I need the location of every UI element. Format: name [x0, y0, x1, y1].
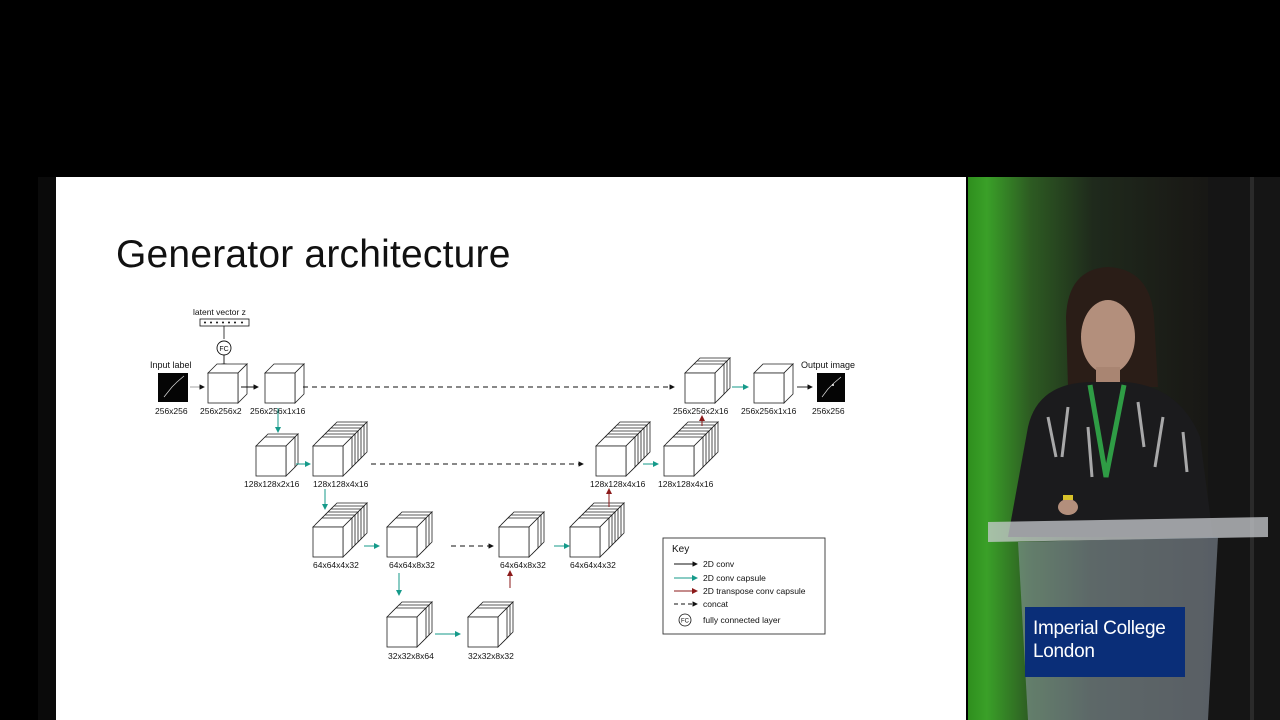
- podium: [988, 517, 1268, 542]
- key-item-transpose-conv-capsule: 2D transpose conv capsule: [703, 586, 806, 596]
- key-item-fully-connected: fully connected layer: [703, 615, 781, 625]
- layer-block-n9: [498, 511, 545, 558]
- node-label-n14: 256x256x1x16: [741, 406, 797, 416]
- node-label-output: 256x256: [812, 406, 845, 416]
- node-label-n12: 128x128x4x16: [658, 479, 714, 489]
- latent-vector: [199, 318, 250, 327]
- layer-block-n8: [467, 601, 514, 648]
- node-label-n9: 64x64x8x32: [500, 560, 546, 570]
- node-label-n6: 64x64x8x32: [389, 560, 435, 570]
- key-title: Key: [672, 544, 689, 555]
- layer-block-n7: [386, 601, 433, 648]
- layer-block-n4: [312, 421, 368, 477]
- slide-title: Generator architecture: [116, 233, 511, 276]
- node-label-input: 256x256: [155, 406, 188, 416]
- key-legend: Key 2D conv 2D conv capsule 2D transpose…: [662, 537, 826, 635]
- node-label-n8: 32x32x8x32: [468, 651, 514, 661]
- layer-block-n5: [312, 502, 368, 558]
- podium-sign-line2: London: [1033, 641, 1095, 662]
- conv-capsule-arrows: [275, 384, 749, 637]
- key-item-conv: 2D conv: [703, 559, 735, 569]
- slide: Generator architecture latent vector z F…: [38, 177, 966, 720]
- speaker-face: [1081, 300, 1135, 374]
- input-image: [158, 373, 188, 402]
- layer-block-n10: [569, 502, 625, 558]
- layer-block-n1: [207, 363, 248, 404]
- podium-sign-line1: Imperial College: [1033, 618, 1166, 639]
- layer-block-n11: [595, 421, 651, 477]
- key-item-concat: concat: [703, 599, 729, 609]
- node-label-n3: 128x128x2x16: [244, 479, 300, 489]
- layer-block-n14: [753, 363, 794, 404]
- node-label-n10: 64x64x4x32: [570, 560, 616, 570]
- node-label-n4: 128x128x4x16: [313, 479, 369, 489]
- node-label-n1: 256x256x2: [200, 406, 242, 416]
- layer-block-n6: [386, 511, 433, 558]
- output-image: [817, 373, 845, 402]
- podium-sign: Imperial College London: [1025, 607, 1185, 677]
- key-item-conv-capsule: 2D conv capsule: [703, 573, 766, 583]
- fc-icon-key: FC: [681, 619, 690, 625]
- input-label: Input label: [150, 360, 192, 370]
- architecture-diagram: latent vector z FC Input label 256x256 2…: [150, 307, 855, 661]
- node-label-n13: 256x256x2x16: [673, 406, 729, 416]
- node-label-n7: 32x32x8x64: [388, 651, 434, 661]
- layer-block-n2: [264, 363, 305, 404]
- fc-icon: FC: [216, 340, 232, 356]
- layer-block-n13: [684, 357, 731, 404]
- concat-arrows: [303, 384, 675, 549]
- output-label: Output image: [801, 360, 855, 370]
- transpose-conv-capsule-arrows: [507, 415, 705, 588]
- layer-block-n12: [663, 421, 719, 477]
- latent-vector-label: latent vector z: [193, 307, 246, 317]
- speaker-video: Imperial College London: [968, 177, 1280, 720]
- node-label-n11: 128x128x4x16: [590, 479, 646, 489]
- layer-block-n3: [255, 433, 299, 477]
- node-label-n5: 64x64x4x32: [313, 560, 359, 570]
- svg-text:FC: FC: [219, 346, 228, 353]
- slide-left-edge: [38, 177, 56, 720]
